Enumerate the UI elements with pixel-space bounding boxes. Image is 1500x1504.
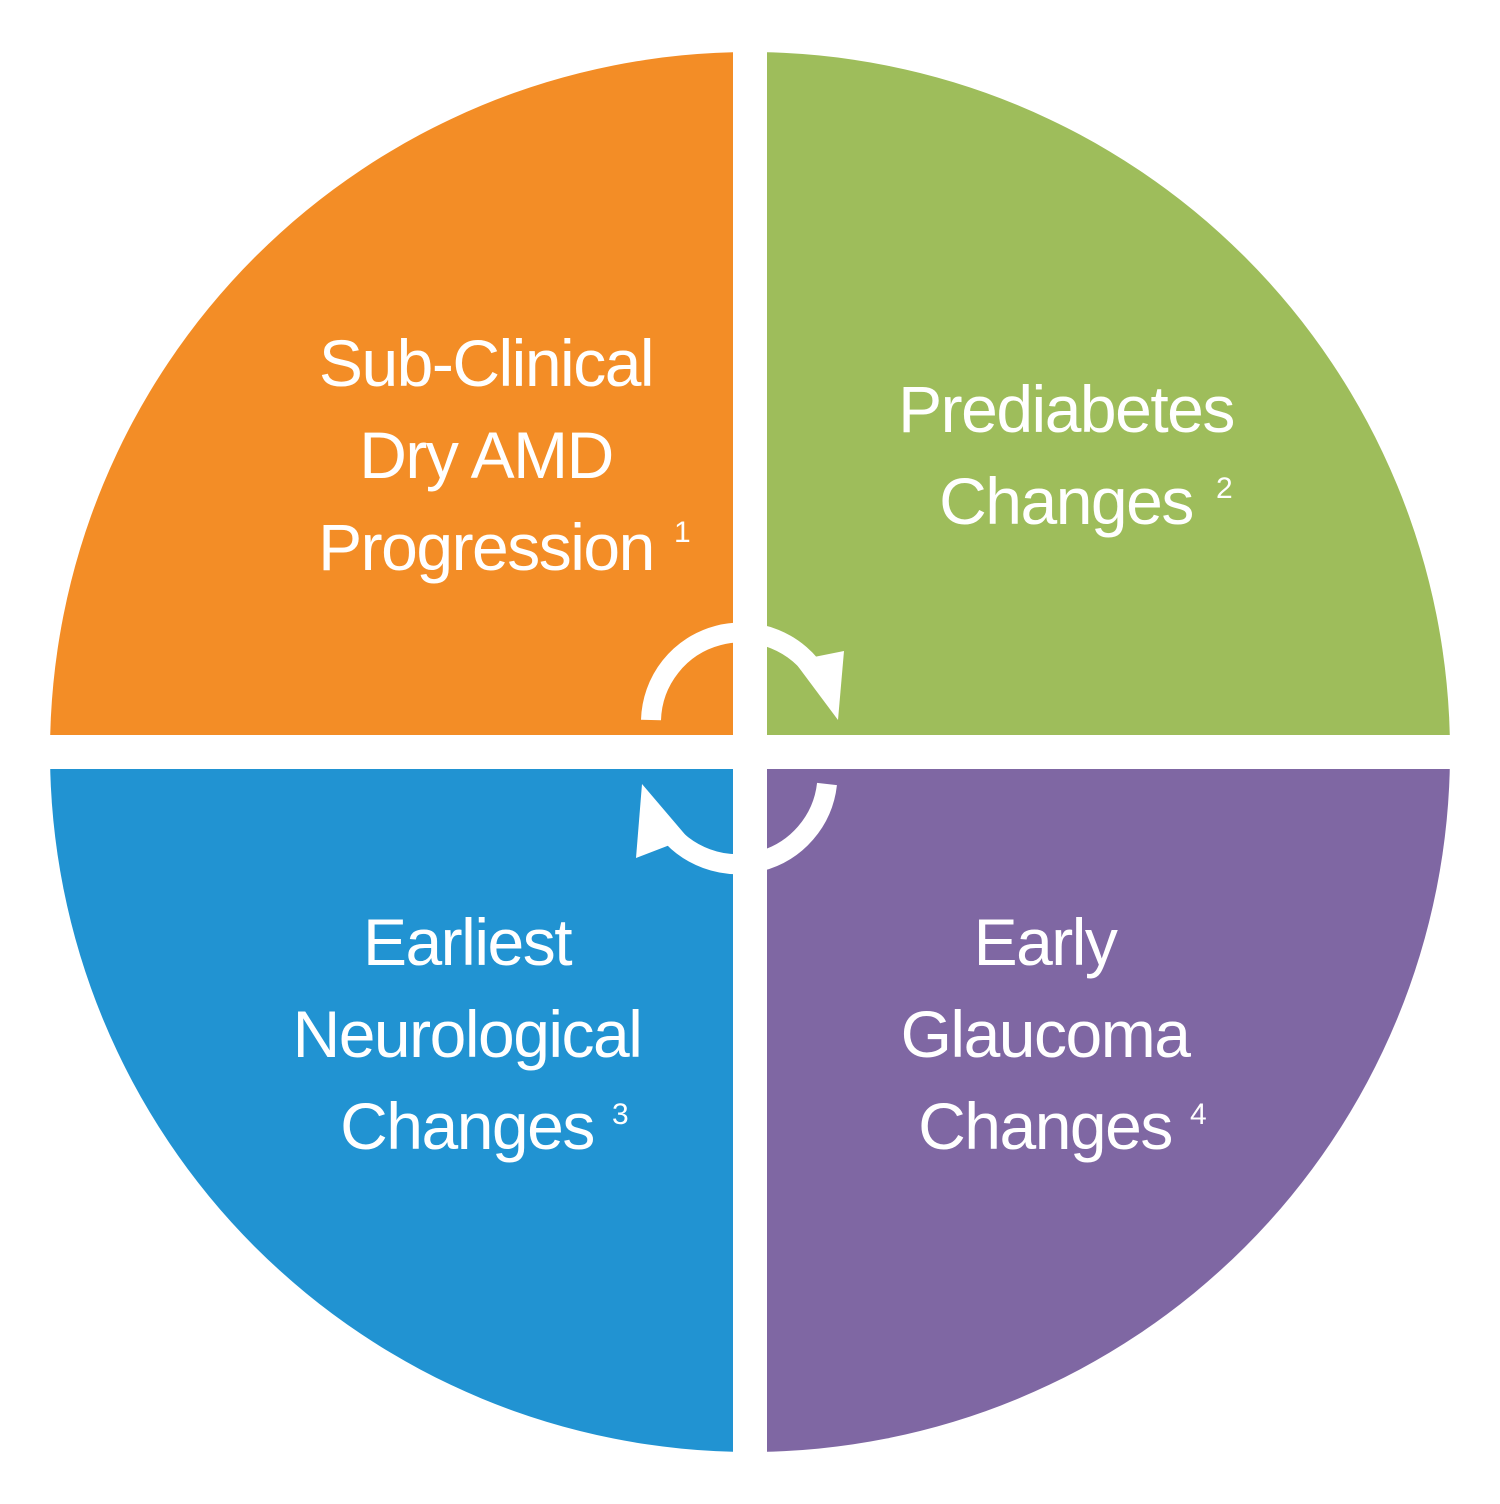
label-line: Early <box>974 905 1118 979</box>
label-line: Changes <box>939 464 1193 538</box>
circular-arrows-icon <box>636 622 844 875</box>
label-prediabetes: Prediabetes Changes 2 <box>898 372 1235 538</box>
cycle-arrowhead-left <box>636 784 688 858</box>
label-sub-clinical-dry-amd: Sub-Clinical Dry AMD Progression 1 <box>318 326 691 584</box>
footnote-marker: 3 <box>612 1098 629 1131</box>
label-line: Glaucoma <box>901 997 1192 1071</box>
cycle-arc-top <box>641 622 827 721</box>
label-line: Prediabetes <box>898 372 1234 446</box>
label-line: Earliest <box>363 905 572 979</box>
horizontal-divider <box>30 735 1480 769</box>
footnote-marker: 1 <box>674 516 691 549</box>
cycle-arrowhead-right <box>794 651 844 720</box>
label-line: Sub-Clinical <box>319 326 653 400</box>
label-line: Changes <box>340 1089 594 1163</box>
label-line: Dry AMD <box>359 418 613 492</box>
label-neurological: Earliest Neurological Changes 3 <box>293 905 643 1163</box>
cycle-arc-bottom <box>655 782 837 875</box>
footnote-marker: 2 <box>1216 472 1233 505</box>
footnote-marker: 4 <box>1190 1098 1207 1131</box>
label-line: Progression <box>318 510 654 584</box>
label-line: Changes <box>918 1089 1172 1163</box>
label-glaucoma: Early Glaucoma Changes 4 <box>901 905 1207 1163</box>
label-line: Neurological <box>293 997 642 1071</box>
